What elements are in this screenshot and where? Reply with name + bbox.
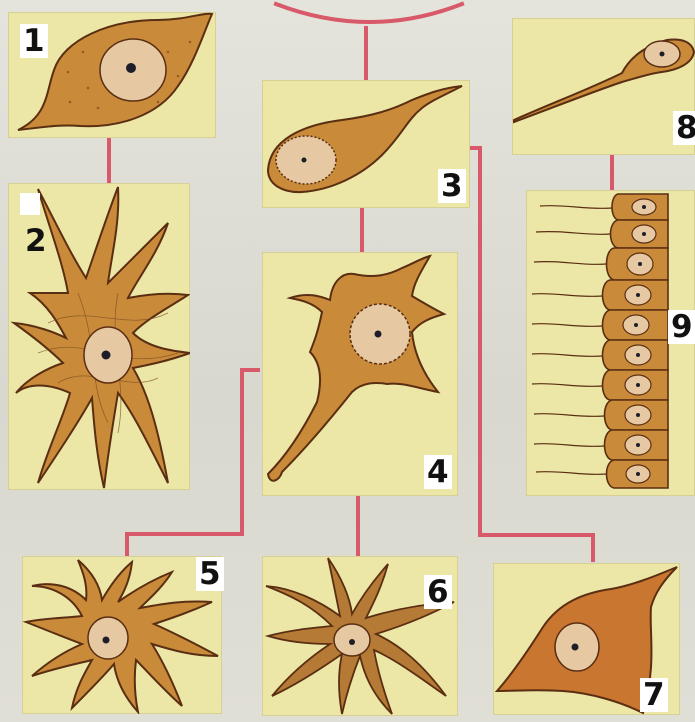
neuron-8-illustration: [512, 18, 695, 155]
label-7: 7: [640, 678, 668, 712]
label-1: 1: [20, 24, 48, 58]
blank-tag-2: [20, 193, 40, 215]
panel-8: [512, 18, 695, 155]
label-2: 2: [22, 224, 50, 258]
label-4: 4: [424, 455, 452, 489]
label-5: 5: [196, 557, 224, 591]
neuron-5-illustration: [22, 556, 222, 714]
label-6: 6: [424, 575, 452, 609]
label-9: 9: [668, 310, 695, 344]
panel-5: [22, 556, 222, 714]
label-3: 3: [438, 169, 466, 203]
top-arc: [276, 4, 462, 22]
label-8: 8: [673, 111, 695, 145]
